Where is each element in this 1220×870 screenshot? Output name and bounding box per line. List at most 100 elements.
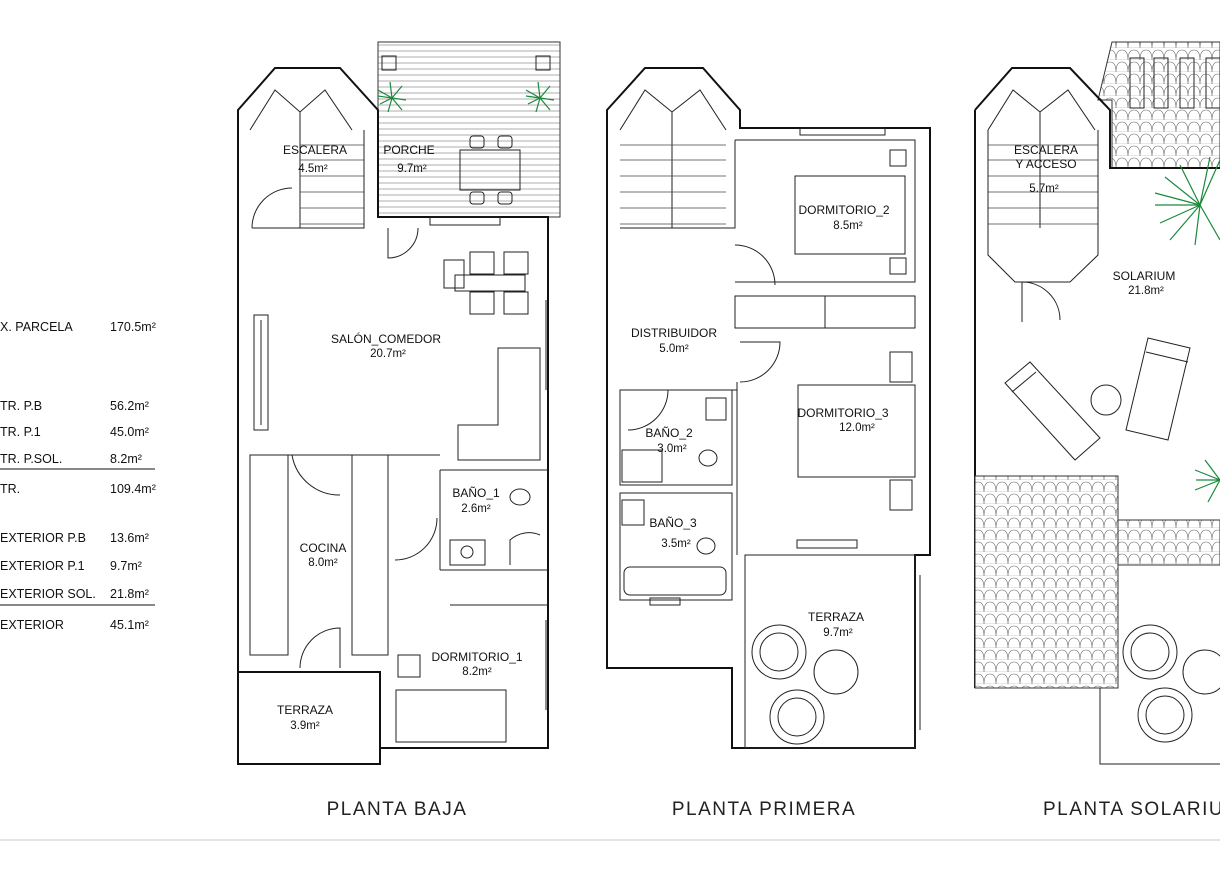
baja-terraza-wall [237, 671, 381, 765]
solarium-label: SOLARIUM [1113, 269, 1176, 283]
stair-landing [249, 89, 353, 131]
bed [794, 175, 906, 255]
plan-planta-solarium: ESCALERA Y ACCESO 5.7m² SOLARIUM 21.8m² … [974, 41, 1220, 820]
salon-label: SALÓN_COMEDOR [331, 331, 441, 346]
toilet-icon [696, 537, 716, 555]
summary-label-ext-total: EXTERIOR [0, 618, 64, 632]
escalera-acceso-label-2: Y ACCESO [1015, 157, 1076, 171]
window [799, 127, 886, 136]
sun-lounger-icon [1004, 361, 1101, 461]
porche-table [459, 149, 521, 191]
door-swing [387, 227, 419, 259]
window [429, 216, 501, 226]
bed [797, 384, 916, 478]
escalera-label: ESCALERA [283, 143, 347, 157]
dorm3-area: 12.0m² [839, 422, 875, 434]
summary-label-p1: TR. P.1 [0, 425, 41, 439]
stair-tower [987, 130, 1099, 283]
bathtub-icon [623, 566, 727, 596]
dining-chair [469, 291, 495, 315]
stair-landing [987, 89, 1096, 131]
stair-landing [619, 89, 727, 131]
bano2-label: BAÑO_2 [645, 426, 693, 440]
roof-tiles [1117, 519, 1220, 566]
door-swing [739, 341, 781, 383]
roof-tiles [1097, 41, 1220, 169]
dining-chair [469, 251, 495, 275]
nightstand [889, 351, 913, 383]
dining-chair [503, 291, 529, 315]
palm-icon [1154, 156, 1220, 246]
toilet-icon [509, 488, 531, 506]
door-swing [299, 627, 341, 669]
summary-value-parcela: 170.5m² [110, 320, 156, 334]
window [649, 597, 681, 606]
dining-chair [503, 251, 529, 275]
terraza-baja-area: 3.9m² [290, 720, 320, 732]
bed [395, 689, 507, 743]
chair [469, 135, 485, 149]
dorm1-label: DORMITORIO_1 [431, 650, 522, 664]
kitchen-counter [249, 454, 289, 656]
shower-icon [509, 532, 541, 565]
escalera-acceso-label-1: ESCALERA [1014, 143, 1078, 157]
pergola-post [1205, 57, 1220, 109]
kitchen-counter [351, 454, 389, 656]
summary-label-psol: TR. P.SOL. [0, 452, 62, 466]
bano3-area: 3.5m² [661, 538, 691, 550]
pergola-post [1153, 57, 1169, 109]
stair-steps [988, 144, 1098, 225]
pergola-post [1129, 57, 1145, 109]
lounge-chair-icon [769, 689, 825, 745]
distribuidor-area: 5.0m² [659, 343, 689, 355]
nightstand [889, 479, 913, 511]
summary-label-ext-p1: EXTERIOR P.1 [0, 559, 85, 573]
porche-column [535, 55, 551, 71]
summary-value-p1: 45.0m² [110, 425, 149, 439]
summary-label-parcela: X. PARCELA [0, 320, 73, 334]
terraza-primera-area: 9.7m² [823, 627, 853, 639]
terraza-baja-label: TERRAZA [277, 703, 333, 717]
summary-label-ext-sol: EXTERIOR SOL. [0, 587, 96, 601]
plan-title-primera: PLANTA PRIMERA [672, 799, 856, 820]
escalera-area: 4.5m² [298, 163, 328, 175]
lounge-chair-icon [1122, 624, 1178, 680]
palm-icon [525, 81, 555, 113]
terraza-primera-label: TERRAZA [808, 610, 864, 624]
porche-deck [377, 41, 561, 218]
bano3-label: BAÑO_3 [649, 516, 697, 530]
chair [469, 191, 485, 205]
summary-value-ext-total: 45.1m² [110, 618, 149, 632]
porche-column [381, 55, 397, 71]
plan-title-baja: PLANTA BAJA [327, 799, 468, 820]
chair [497, 191, 513, 205]
lounge-chair-icon [751, 624, 807, 680]
dorm2-label: DORMITORIO_2 [798, 203, 889, 217]
side-table [1090, 384, 1122, 416]
summary-label-total: TR. [0, 482, 20, 496]
solarium-area: 21.8m² [1128, 285, 1164, 297]
nightstand [397, 654, 421, 678]
sink-icon [705, 397, 727, 421]
sink-icon [449, 539, 486, 566]
bano2-area: 3.0m² [657, 443, 687, 455]
door-swing [627, 389, 669, 431]
summary-value-ext-p1: 9.7m² [110, 559, 142, 573]
bano1-area: 2.6m² [461, 503, 491, 515]
round-table [813, 649, 859, 695]
summary-value-ext-sol: 21.8m² [110, 587, 149, 601]
shower-icon [621, 449, 663, 483]
sun-lounger-icon [1125, 337, 1191, 441]
door-swing [734, 244, 776, 286]
summary-label-ext-pb: EXTERIOR P.B [0, 531, 86, 545]
plan-title-solarium: PLANTA SOLARIUM [1043, 799, 1220, 820]
escalera-acceso-area: 5.7m² [1029, 183, 1059, 195]
door-swing [1021, 281, 1061, 322]
dorm1-area: 8.2m² [462, 666, 492, 678]
pergola-post [1179, 57, 1195, 109]
sink-icon [621, 499, 645, 526]
door-swing [251, 187, 293, 229]
dorm3-label: DORMITORIO_3 [797, 406, 888, 420]
salon-area: 20.7m² [370, 348, 406, 360]
